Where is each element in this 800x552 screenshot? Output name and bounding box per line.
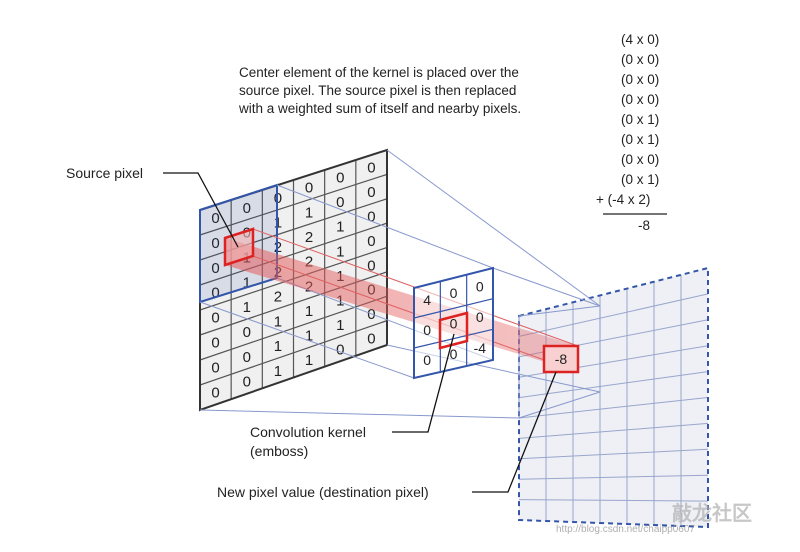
source-cell-value: 0 [211, 235, 219, 252]
kernel-cell-value: -4 [474, 340, 487, 356]
destination-pixel [542, 344, 580, 374]
kernel-cell-value: 0 [476, 309, 484, 325]
leader-lines [163, 172, 557, 493]
grid-line [518, 422, 709, 439]
sum-term: (0 x 0) [621, 92, 659, 107]
grid-line [518, 474, 709, 480]
label-kernel-emboss: (emboss) [250, 443, 308, 459]
grid-line [518, 397, 709, 419]
description-line-3: with a weighted sum of itself and nearby… [238, 101, 521, 116]
source-cell-value: 0 [211, 385, 219, 402]
kernel-cell-value: 0 [450, 346, 458, 362]
sum-term: + (-4 x 2) [596, 192, 650, 207]
sum-term: (0 x 0) [621, 72, 659, 87]
source-cell-value: 0 [243, 200, 251, 217]
source-cell-value: 2 [305, 229, 313, 246]
source-cell-value: 0 [336, 170, 344, 187]
source-cell-value: 0 [367, 233, 375, 250]
source-cell-value: 0 [367, 331, 375, 348]
source-cell-value: 0 [305, 180, 313, 197]
source-cell-value: 1 [336, 243, 344, 260]
source-cell-value: 0 [211, 260, 219, 277]
sum-term: (0 x 0) [621, 152, 659, 167]
source-cell-value: 0 [211, 210, 219, 227]
label-source-pixel: Source pixel [66, 165, 143, 181]
kernel-center-highlight [438, 311, 469, 350]
source-cell-value: 0 [211, 310, 219, 327]
source-cell-value: 1 [305, 352, 313, 369]
weighted-sum: (4 x 0) (0 x 0) (0 x 0) (0 x 0) (0 x 1) (0 x … [596, 32, 659, 207]
source-cell-value: 0 [367, 184, 375, 201]
source-cell-value: 1 [274, 338, 282, 355]
source-cell-value: 0 [336, 341, 344, 358]
label-new-pixel: New pixel value (destination pixel) [217, 484, 429, 500]
kernel-cell-value: 0 [450, 316, 458, 332]
kernel-cell-value: 0 [423, 322, 431, 338]
sum-term: (0 x 1) [621, 172, 659, 187]
grid-line [199, 173, 388, 236]
description-line-1: Center element of the kernel is placed o… [239, 65, 519, 80]
destination-pixel-value: -8 [555, 351, 568, 367]
grid-line [518, 499, 709, 502]
source-cell-value: 1 [274, 313, 282, 330]
destination-grid [518, 266, 709, 529]
sum-term: (0 x 0) [621, 52, 659, 67]
sum-term: (0 x 1) [621, 112, 659, 127]
description-line-2: source pixel. The source pixel is then r… [239, 83, 516, 98]
source-cell-value: 1 [274, 363, 282, 380]
kernel-cell-value: 4 [423, 292, 431, 308]
grid-line [518, 448, 709, 460]
source-cell-value: 0 [367, 160, 375, 177]
grid-line [199, 320, 388, 386]
kernel-cell-value: 0 [476, 279, 484, 295]
source-cell-value: 2 [305, 254, 313, 271]
source-cell-value: 0 [243, 324, 251, 341]
source-cell-value: 1 [243, 299, 251, 316]
grid-line [199, 295, 388, 361]
source-cell-value: 1 [336, 317, 344, 334]
grid-line [199, 222, 388, 286]
convolution-kernel: 4 0 0 0 0 0 0 0 -4 [413, 266, 494, 380]
sum-term: (4 x 0) [621, 32, 659, 47]
sum-result: -8 [638, 218, 650, 233]
sum-term: (0 x 1) [621, 132, 659, 147]
source-cell-value: 2 [274, 289, 282, 306]
grid-line [413, 328, 494, 349]
label-convolution-kernel: Convolution kernel [250, 424, 366, 440]
source-cell-value: 1 [305, 303, 313, 320]
source-cell-value: 1 [305, 204, 313, 221]
source-cell-value: 0 [211, 285, 219, 302]
watermark-url: http://blog.csdn.net/chaipp0607 [556, 524, 695, 535]
grid-line [518, 293, 709, 337]
kernel-cell-value: 0 [423, 352, 431, 368]
kernel-cell-value: 0 [450, 285, 458, 301]
source-pixel-highlight [223, 227, 255, 267]
source-cell-value: 1 [243, 274, 251, 291]
source-cell-value: 1 [336, 292, 344, 309]
source-cell-value: 1 [336, 219, 344, 236]
source-cell-value: 0 [367, 208, 375, 225]
source-cell-value: 0 [367, 306, 375, 323]
source-cell-value: 0 [243, 374, 251, 391]
source-cell-value: 1 [305, 328, 313, 345]
source-cell-value: 0 [367, 257, 375, 274]
grid-line [518, 371, 709, 399]
source-cell-value: 0 [211, 360, 219, 377]
source-cell-value: 0 [336, 194, 344, 211]
logo-watermark: 敲龙社区 [672, 501, 752, 525]
source-grid: 0000000011000122100122100122100011100011… [199, 148, 388, 412]
grid-line [413, 298, 494, 319]
source-cell-value: 0 [211, 335, 219, 352]
source-cell-value: 0 [243, 349, 251, 366]
